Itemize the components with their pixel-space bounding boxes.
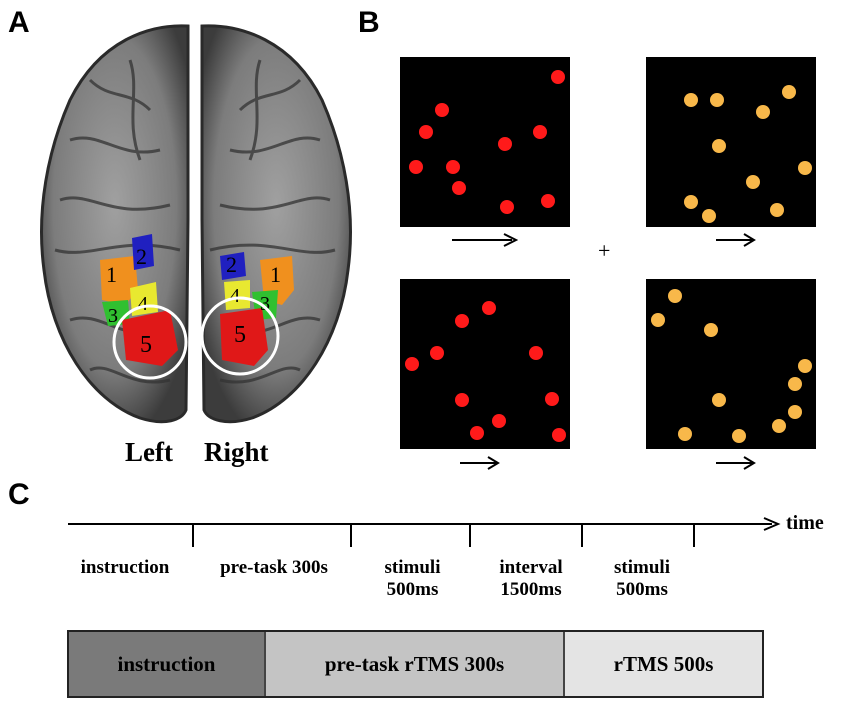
orange-dot (798, 161, 812, 175)
red-dot (455, 393, 469, 407)
svg-text:1: 1 (270, 262, 281, 287)
red-dot (409, 160, 423, 174)
orange-dot (798, 359, 812, 373)
red-dot (452, 181, 466, 195)
svg-text:4: 4 (230, 285, 240, 307)
svg-text:4: 4 (138, 293, 148, 315)
red-dot (430, 346, 444, 360)
orange-dot (782, 85, 796, 99)
left-regions: 1 2 3 4 5 (100, 234, 188, 380)
red-dot (500, 200, 514, 214)
rtms-segment-pretask: pre-task rTMS 300s (266, 632, 565, 696)
orange-dot (788, 405, 802, 419)
red-dot (533, 125, 547, 139)
event-line1: stimuli (614, 557, 670, 578)
right-regions: 1 2 3 4 5 (200, 252, 294, 376)
time-axis-label: time (786, 512, 824, 534)
orange-dot (772, 419, 786, 433)
timeline-event-stimuli-1: stimuli 500ms (355, 557, 470, 601)
timeline-axis (68, 517, 781, 547)
orange-dot (770, 203, 784, 217)
orange-dot (746, 175, 760, 189)
red-dot (492, 414, 506, 428)
orange-dot (668, 289, 682, 303)
timeline-event-pretask: pre-task 300s (196, 557, 352, 579)
event-line1: interval (499, 557, 563, 578)
arrow-right-icon (716, 456, 756, 470)
red-dot (482, 301, 496, 315)
timeline-event-interval: interval 1500ms (472, 557, 590, 601)
svg-text:2: 2 (226, 252, 237, 277)
left-hemisphere-label: Left (125, 437, 173, 467)
red-dot (405, 357, 419, 371)
orange-dot (712, 139, 726, 153)
svg-text:5: 5 (234, 322, 246, 348)
arrow-right-icon (716, 233, 756, 247)
red-dot (541, 194, 555, 208)
svg-text:3: 3 (108, 305, 118, 327)
svg-text:3: 3 (260, 293, 270, 315)
red-dot (446, 160, 460, 174)
stimulus-red-moving-2 (400, 279, 570, 449)
rtms-bar: instruction pre-task rTMS 300s rTMS 500s (67, 630, 764, 698)
orange-dot (702, 209, 716, 223)
orange-dot (704, 323, 718, 337)
event-line1: instruction (80, 557, 170, 578)
event-line1: stimuli (384, 557, 441, 578)
rtms-segment-instruction: instruction (69, 632, 266, 696)
event-line1: pre-task 300s (220, 557, 328, 578)
svg-text:1: 1 (106, 262, 117, 287)
left-hemisphere (40, 24, 190, 424)
panel-c-letter: C (8, 478, 30, 511)
event-line2: 1500ms (500, 579, 562, 600)
orange-dot (678, 427, 692, 441)
orange-dot (710, 93, 724, 107)
brain-figure: 1 2 3 4 5 1 2 3 4 5 (40, 24, 352, 424)
orange-dot (651, 313, 665, 327)
arrow-right-icon (452, 233, 518, 247)
red-dot (498, 137, 512, 151)
right-hemisphere-label: Right (204, 437, 269, 467)
event-line2: 500ms (386, 579, 439, 600)
stimulus-orange-moving-1 (646, 57, 816, 227)
red-dot (545, 392, 559, 406)
svg-text:5: 5 (140, 332, 152, 358)
red-dot (470, 426, 484, 440)
svg-text:2: 2 (136, 244, 147, 269)
orange-dot (684, 195, 698, 209)
red-dot (552, 428, 566, 442)
orange-dot (756, 105, 770, 119)
red-dot (435, 103, 449, 117)
orange-dot (712, 393, 726, 407)
red-dot (455, 314, 469, 328)
red-dot (419, 125, 433, 139)
timeline-event-instruction: instruction (60, 557, 190, 579)
orange-dot (732, 429, 746, 443)
red-dot (551, 70, 565, 84)
panel-a-letter: A (8, 6, 30, 39)
orange-dot (684, 93, 698, 107)
red-dot (529, 346, 543, 360)
rtms-segment-rtms: rTMS 500s (565, 632, 762, 696)
stimulus-orange-moving-2 (646, 279, 816, 449)
arrow-right-icon (460, 456, 500, 470)
orange-dot (788, 377, 802, 391)
panel-b-letter: B (358, 6, 380, 39)
fixation-cross: + (598, 238, 611, 263)
right-hemisphere (200, 24, 352, 424)
timeline-event-stimuli-2: stimuli 500ms (586, 557, 698, 601)
stimulus-red-moving-1 (400, 57, 570, 227)
event-line2: 500ms (616, 579, 668, 600)
